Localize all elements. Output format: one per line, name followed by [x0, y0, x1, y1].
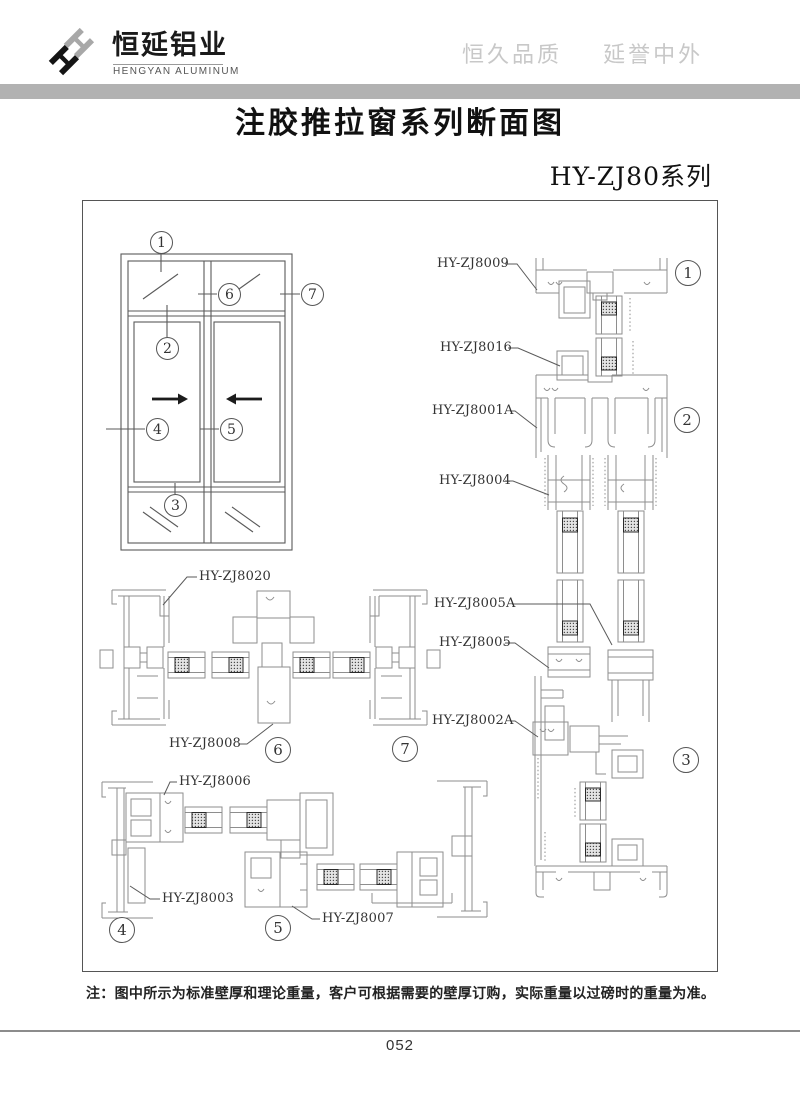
callout-section-1: 1	[675, 260, 701, 286]
callout-schematic-6: 6	[218, 283, 241, 306]
callout-section-6: 6	[265, 737, 291, 763]
callout-schematic-1: 1	[150, 231, 173, 254]
part-label-zj8016: HY-ZJ8016	[440, 340, 513, 355]
slide-direction-arrows	[152, 393, 262, 405]
window-schematic	[106, 253, 300, 551]
label-leaders	[129, 263, 613, 920]
footnote: 注：图中所示为标准壁厚和理论重量，客户可根据需要的壁厚订购，实际重量以过磅时的重…	[86, 985, 716, 1001]
part-label-zj8002a: HY-ZJ8002A	[432, 713, 514, 728]
series-label: HY-ZJ80系列	[549, 162, 712, 191]
footer-divider	[0, 1030, 800, 1032]
slogan-right: 延誉中外	[603, 42, 704, 67]
callout-section-2: 2	[674, 407, 700, 433]
callout-section-7: 7	[392, 736, 418, 762]
part-label-zj8005a: HY-ZJ8005A	[434, 596, 516, 611]
callout-schematic-5: 5	[220, 418, 243, 441]
part-label-zj8009: HY-ZJ8009	[437, 256, 510, 271]
company-name-en: HENGYAN ALUMINUM	[113, 66, 240, 77]
callout-schematic-3: 3	[164, 494, 187, 517]
callout-schematic-4: 4	[146, 418, 169, 441]
logo-divider	[113, 64, 223, 65]
callout-schematic-2: 2	[156, 337, 179, 360]
part-label-zj8001a: HY-ZJ8001A	[432, 403, 514, 418]
part-label-zj8004: HY-ZJ8004	[439, 473, 512, 488]
callout-section-3: 3	[673, 747, 699, 773]
page-number: 052	[385, 1037, 415, 1054]
callout-section-4: 4	[109, 917, 135, 943]
company-slogan: 恒久品质 延誉中外	[462, 44, 703, 66]
part-label-zj8020: HY-ZJ8020	[199, 569, 272, 584]
part-label-zj8008: HY-ZJ8008	[169, 736, 242, 751]
part-label-zj8003: HY-ZJ8003	[162, 891, 235, 906]
company-logo: H H	[41, 22, 100, 83]
callout-schematic-7: 7	[301, 283, 324, 306]
part-label-zj8007: HY-ZJ8007	[322, 911, 395, 926]
part-label-zj8005: HY-ZJ8005	[439, 635, 512, 650]
slogan-left: 恒久品质	[462, 42, 563, 67]
profile-sections	[99, 258, 668, 919]
company-name-cn: 恒延铝业	[112, 30, 228, 60]
part-label-zj8006: HY-ZJ8006	[179, 774, 252, 789]
callout-section-5: 5	[265, 915, 291, 941]
diagram-frame	[82, 200, 718, 972]
header-accent-bar	[0, 84, 800, 99]
page-title: 注胶推拉窗系列断面图	[235, 107, 565, 140]
